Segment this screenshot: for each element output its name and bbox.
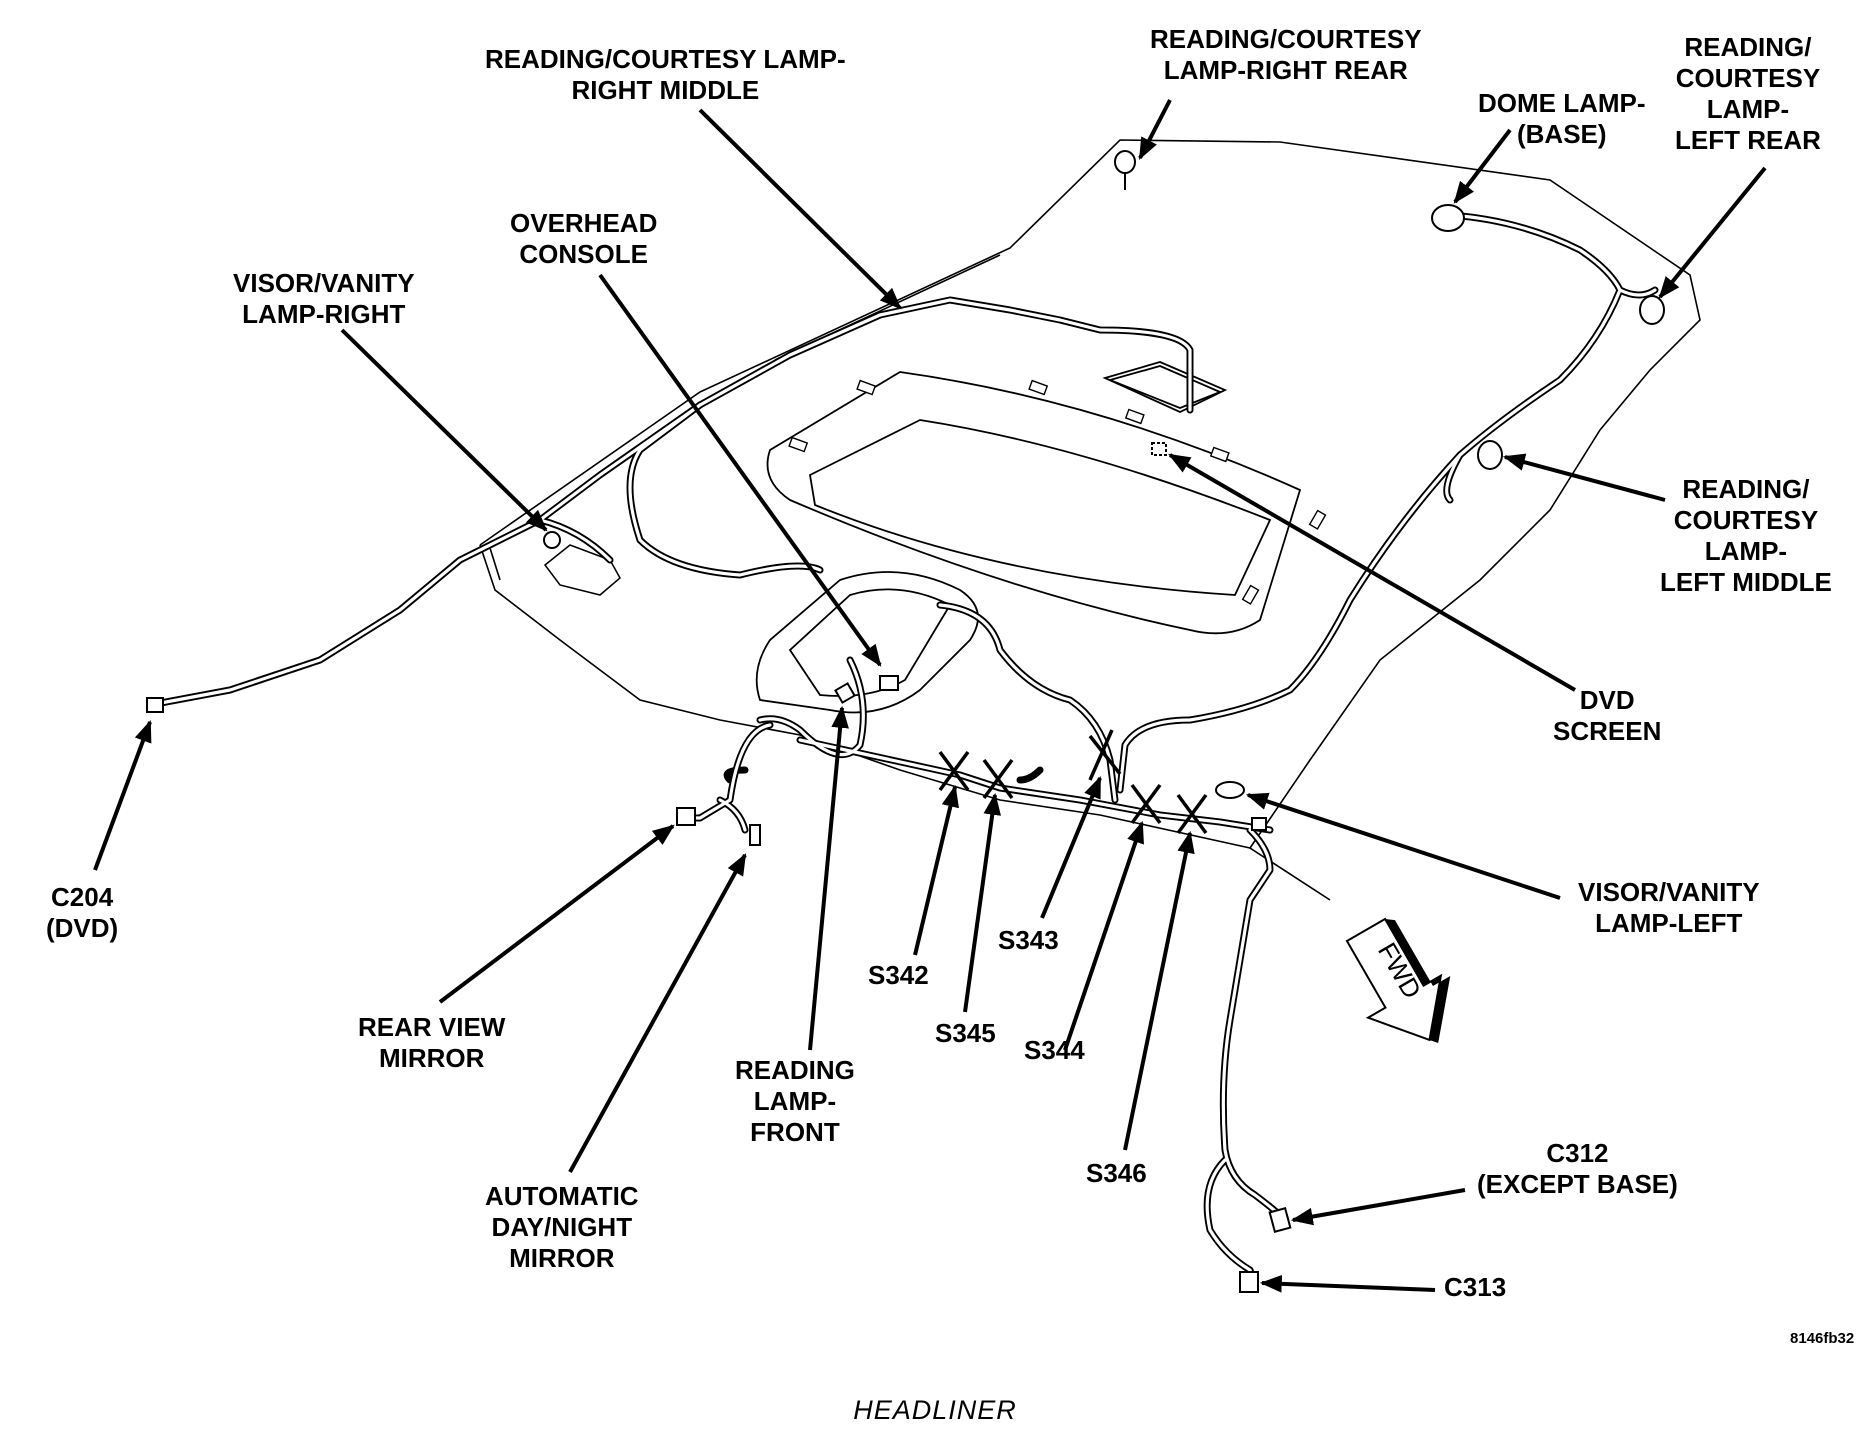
- label-reading-lamp-right-rear-line: READING/COURTESY: [1150, 24, 1422, 54]
- label-s342-line: S342: [868, 960, 929, 990]
- label-reading-lamp-left-rear-line: READING/: [1684, 32, 1812, 62]
- label-visor-lamp-left-line: LAMP-LEFT: [1595, 908, 1743, 938]
- label-s343-line: S343: [998, 925, 1059, 955]
- reading-lamp-right-rear: [1114, 150, 1136, 174]
- label-s346-line: S346: [1086, 1158, 1147, 1188]
- components: [146, 150, 1665, 1293]
- label-dvd-screen-line: SCREEN: [1553, 716, 1662, 746]
- label-reading-lamp-right-rear-line: LAMP-RIGHT REAR: [1163, 55, 1408, 85]
- splice-marks: [938, 729, 1208, 835]
- label-dome-lamp-line: DOME LAMP-: [1478, 88, 1646, 118]
- label-reading-lamp-left-middle-line: READING/: [1682, 474, 1810, 504]
- label-c204: C204(DVD): [46, 882, 118, 944]
- label-rear-view-mirror-line: REAR VIEW: [358, 1012, 506, 1042]
- auto-mirror-connector: [749, 824, 761, 846]
- label-auto-mirror-line: AUTOMATIC: [485, 1181, 639, 1211]
- c313-connector: [1239, 1271, 1259, 1293]
- splice-s346: [1176, 793, 1208, 835]
- sunroof-opening: [766, 361, 1302, 635]
- splice-s344: [1130, 783, 1162, 825]
- label-rear-view-mirror-line: MIRROR: [378, 1043, 485, 1073]
- label-reading-lamp-left-middle-line: LAMP-: [1704, 536, 1788, 566]
- label-c312-line: C312: [1546, 1138, 1609, 1168]
- reading-lamp-left-middle: [1477, 440, 1503, 470]
- label-c313: C313: [1444, 1272, 1506, 1303]
- label-s345: S345: [935, 1018, 996, 1049]
- label-reading-lamp-right-middle: READING/COURTESY LAMP-RIGHT MIDDLE: [485, 44, 846, 106]
- dvd-screen-marker: [1151, 442, 1167, 456]
- headliner-outline: [479, 139, 1701, 901]
- console-outline: [755, 571, 979, 714]
- c312-connector: [1268, 1207, 1292, 1233]
- label-reading-lamp-left-rear-line: LAMP-: [1706, 94, 1790, 124]
- label-s345-line: S345: [935, 1018, 996, 1048]
- reading-lamp-left-rear: [1639, 295, 1665, 325]
- dome-lamp: [1431, 204, 1465, 232]
- visor-pad-right: [543, 544, 621, 596]
- splice-s342: [938, 750, 970, 792]
- label-reading-lamp-left-rear-line: COURTESY: [1675, 63, 1821, 93]
- label-c204-line: C204: [51, 882, 114, 912]
- label-auto-mirror-line: DAY/NIGHT: [491, 1212, 633, 1242]
- c204-connector: [146, 697, 164, 713]
- label-reading-lamp-front-line: FRONT: [750, 1117, 840, 1147]
- wiring-harness: [146, 211, 1659, 1289]
- label-dome-lamp-line: (BASE): [1516, 119, 1607, 149]
- label-reading-lamp-left-middle-line: COURTESY: [1673, 505, 1819, 535]
- label-reading-lamp-front-line: LAMP-: [753, 1086, 837, 1116]
- label-s343: S343: [998, 925, 1059, 956]
- label-reading-lamp-left-middle-line: LEFT MIDDLE: [1660, 567, 1832, 597]
- label-dome-lamp: DOME LAMP-(BASE): [1478, 88, 1646, 150]
- label-s344-line: S344: [1024, 1035, 1085, 1065]
- label-s342: S342: [868, 960, 929, 991]
- label-overhead-console-line: CONSOLE: [519, 239, 648, 269]
- label-c204-line: (DVD): [46, 913, 119, 943]
- retainer-clips: [788, 379, 1327, 605]
- figure-caption: HEADLINER: [853, 1395, 1017, 1425]
- rear-view-mirror-connector: [676, 807, 696, 826]
- visor-left-connector: [1251, 817, 1267, 831]
- overhead-console-connector: [879, 675, 899, 691]
- label-overhead-console-line: OVERHEAD: [510, 208, 658, 238]
- label-reading-lamp-front-line: READING: [735, 1055, 855, 1085]
- reading-lamp-front-connector: [834, 682, 856, 704]
- label-c313-line: C313: [1444, 1272, 1507, 1302]
- label-s344: S344: [1024, 1035, 1085, 1066]
- label-dvd-screen-line: DVD: [1579, 685, 1635, 715]
- label-visor-lamp-left-line: VISOR/VANITY: [1578, 877, 1760, 907]
- label-reading-lamp-left-rear-line: LEFT REAR: [1675, 125, 1821, 155]
- label-c312-line: (EXCEPT BASE): [1477, 1169, 1678, 1199]
- figure-id: 8146fb32: [1790, 1330, 1855, 1347]
- fwd-arrow-icon: FWD: [1345, 917, 1451, 1044]
- label-visor-lamp-right-line: VISOR/VANITY: [233, 268, 415, 298]
- label-s346: S346: [1086, 1158, 1147, 1189]
- label-reading-lamp-right-middle-line: READING/COURTESY LAMP-: [485, 44, 846, 74]
- wiring-harness-inner: [148, 213, 1657, 1287]
- visor-lamp-left: [1215, 781, 1245, 799]
- splice-s343: [1088, 729, 1122, 781]
- label-c312: C312(EXCEPT BASE): [1477, 1138, 1678, 1200]
- splice-s345: [982, 758, 1014, 800]
- visor-lamp-right: [543, 531, 561, 549]
- label-visor-lamp-right-line: LAMP-RIGHT: [242, 299, 406, 329]
- label-auto-mirror-line: MIRROR: [509, 1243, 615, 1273]
- label-reading-lamp-right-middle-line: RIGHT MIDDLE: [571, 75, 760, 105]
- leader-arrows: [93, 99, 1767, 1293]
